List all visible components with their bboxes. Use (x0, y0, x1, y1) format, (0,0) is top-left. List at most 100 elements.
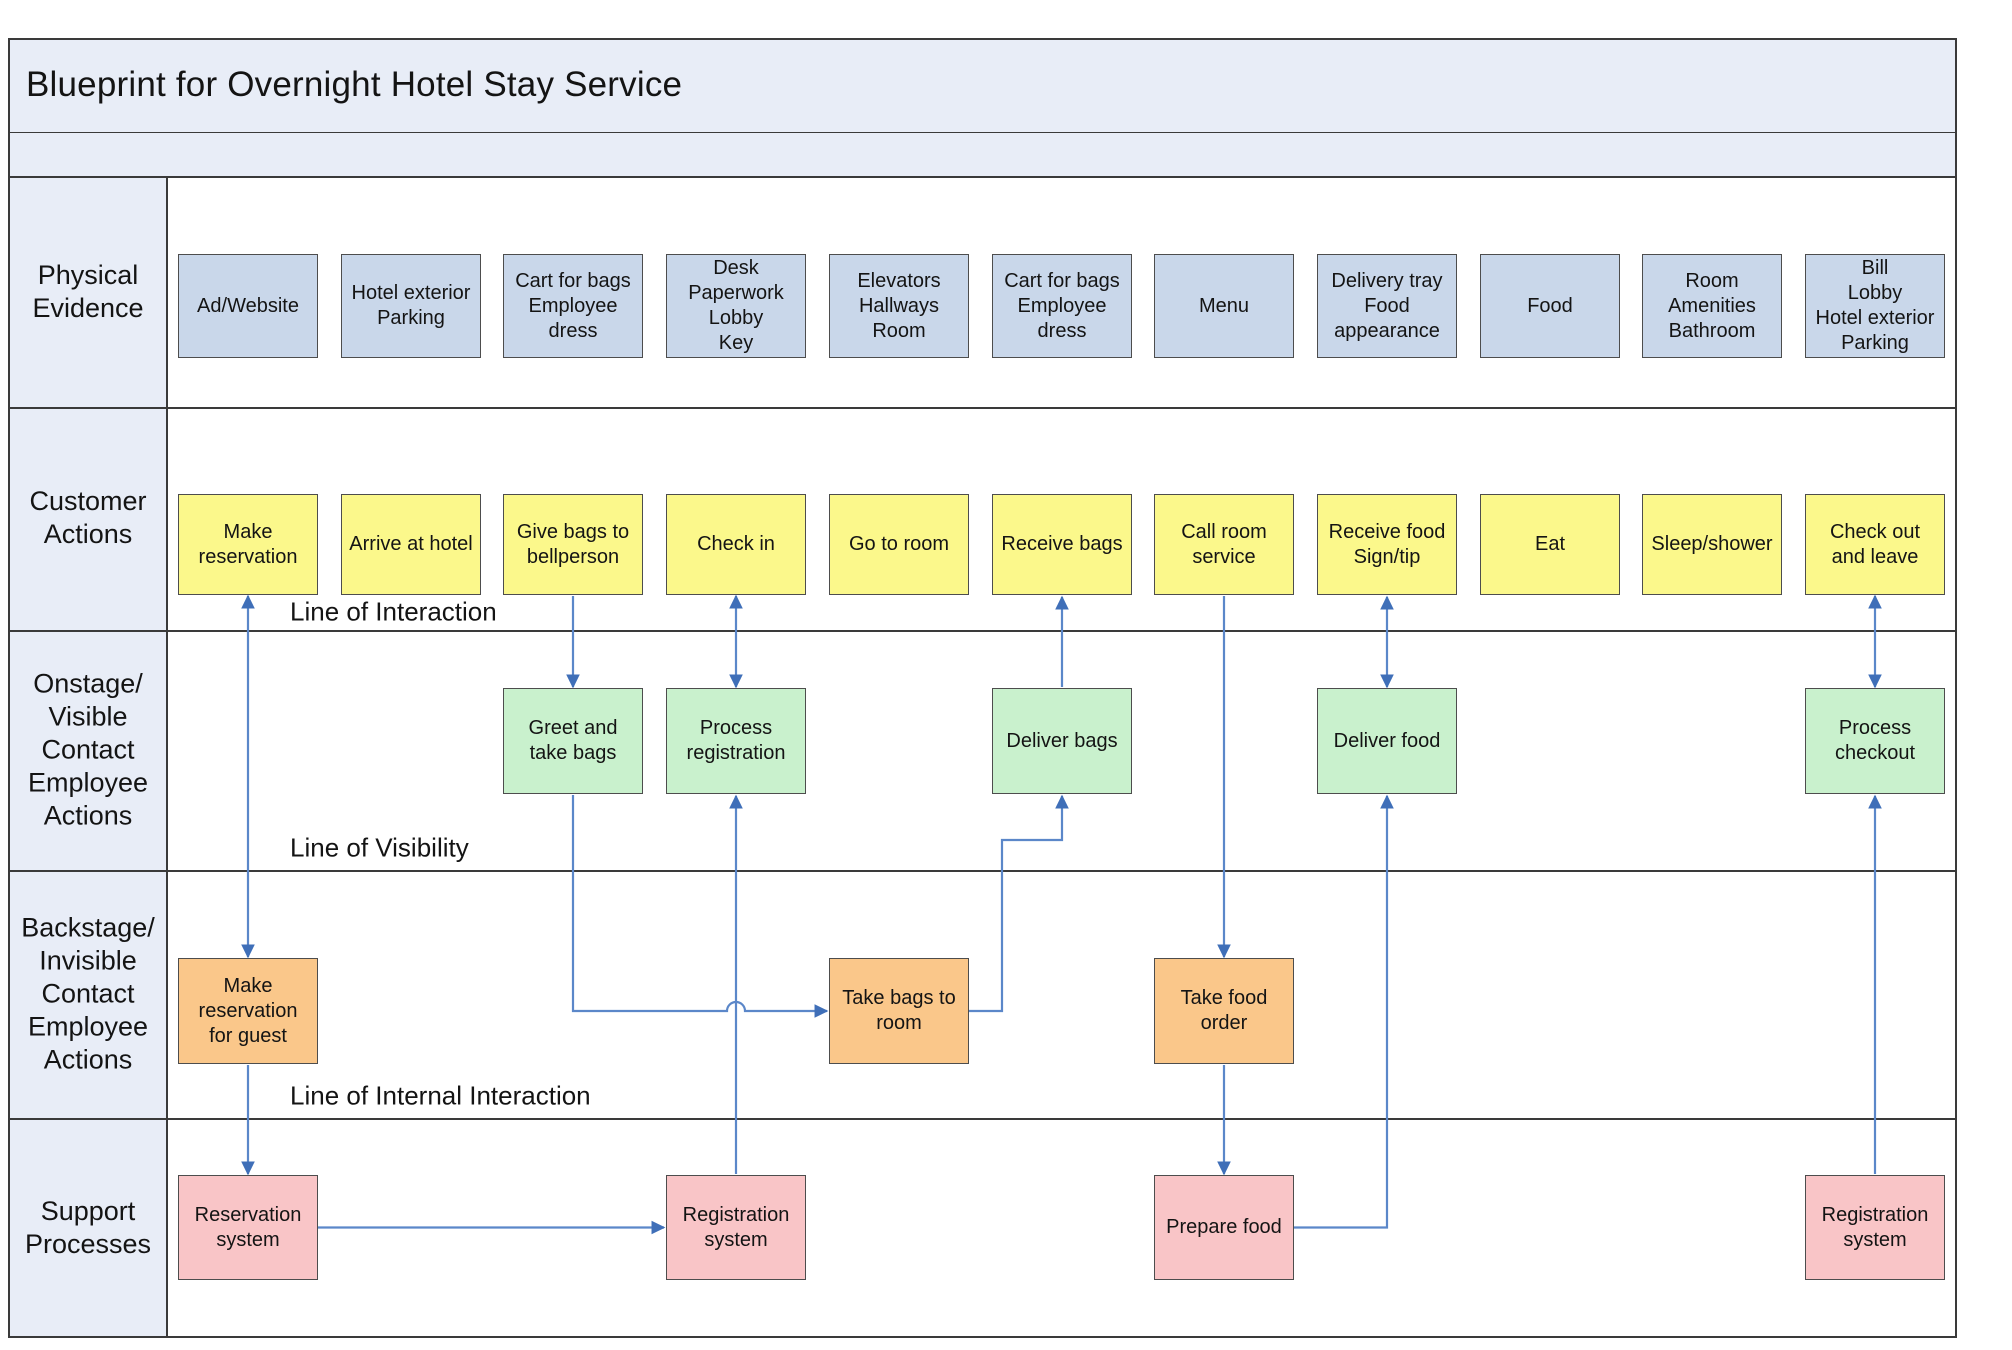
box-label-line: Take bags to (842, 987, 956, 1009)
line-of-internal-interaction-divider (8, 1118, 1957, 1120)
box-label-line: dress (548, 319, 598, 342)
lane-label-backstage: Backstage/ Invisible Contact Employee Ac… (21, 912, 155, 1075)
box-onstage-col3: Greet and take bags (503, 688, 643, 794)
box-customer-actions-col4: Check in (666, 494, 806, 595)
box-label-line: room (876, 1012, 922, 1034)
box-onstage-col8: Deliver food (1317, 688, 1457, 794)
box-label-line: Menu (1198, 294, 1250, 317)
box-label-line: Parking (377, 307, 445, 329)
box-label-line: Ad/Website (197, 294, 299, 317)
lane-label-customer-actions: Customer Actions (29, 486, 147, 549)
box-label-line: Registration (1821, 1203, 1929, 1226)
box-label-line: Paperwork (688, 282, 784, 304)
box-label-line: Eat (1534, 533, 1566, 555)
box-label-line: Room (1685, 269, 1739, 292)
page-title: Blueprint for Overnight Hotel Stay Servi… (26, 65, 683, 104)
box-customer-actions-col2: Arrive at hotel (341, 494, 481, 595)
box-label-line: Parking (1841, 332, 1909, 354)
box-customer-actions-col9: Eat (1480, 494, 1620, 595)
box-physical-evidence-col1: Ad/Website (178, 254, 318, 358)
box-label-line: service (1192, 545, 1256, 568)
box-label-line: reservation (198, 545, 298, 568)
lane-label-onstage: Onstage/ Visible Contact Employee Action… (27, 668, 149, 831)
box-label-line: Make (223, 520, 273, 543)
box-label-line: Receive food (1328, 520, 1446, 543)
box-label-line: Key (718, 332, 754, 354)
box-label-line: order (1200, 1012, 1248, 1034)
box-label-line: Call room (1181, 520, 1267, 543)
lane-label-physical-evidence: Physical Evidence (32, 260, 144, 323)
box-label-line: Take food (1180, 987, 1268, 1009)
box-label-line: Receive bags (1001, 533, 1123, 555)
box-label-line: system (1843, 1228, 1907, 1251)
box-label-line: Make (223, 974, 273, 997)
box-label-line: Hotel exterior (351, 282, 471, 304)
box-onstage-col11: Process checkout (1805, 688, 1945, 794)
line-of-interaction-divider (8, 630, 1957, 632)
box-label-line: Hotel exterior (1815, 307, 1935, 329)
box-label-line: Arrive at hotel (349, 533, 473, 555)
box-label-line: for guest (209, 1024, 287, 1047)
box-label-line: dress (1037, 319, 1087, 342)
box-label-line: and leave (1831, 545, 1919, 568)
box-label-line: registration (686, 742, 786, 764)
title-bar: Blueprint for Overnight Hotel Stay Servi… (8, 38, 1957, 133)
box-backstage-col5: Take bags to room (829, 958, 969, 1064)
box-label-line: take bags (529, 742, 617, 764)
box-label-line: checkout (1834, 742, 1916, 764)
box-label-line: Reservation (194, 1203, 302, 1226)
box-label-line: Amenities (1668, 294, 1756, 317)
box-label-line: Lobby (1847, 282, 1903, 304)
box-label-line: Employee (528, 294, 618, 317)
box-label-line: Food (1527, 294, 1573, 317)
box-label-line: Prepare food (1166, 1216, 1282, 1238)
box-label-line: Process (1838, 717, 1912, 739)
box-label-line: Registration (682, 1203, 790, 1226)
box-label-line: system (704, 1228, 768, 1251)
box-label-line: Greet and (528, 717, 618, 739)
diagram-border (8, 38, 1957, 1338)
box-label-line: Give bags to (516, 520, 630, 543)
box-label-line: system (216, 1228, 280, 1251)
box-label-line: Cart for bags (1004, 269, 1120, 292)
line-of-internal-interaction-label: Line of Internal Interaction (290, 1080, 591, 1111)
line-of-interaction-label: Line of Interaction (290, 596, 497, 627)
box-label-line: Go to room (848, 533, 950, 555)
box-label-line: Deliver food (1333, 729, 1441, 752)
box-support-col7: Prepare food (1154, 1175, 1294, 1280)
box-label-line: Bill (1861, 257, 1889, 279)
lane-label-support: Support Processes (24, 1196, 152, 1259)
box-physical-evidence-col9: Food (1480, 254, 1620, 358)
box-onstage-col6: Deliver bags (992, 688, 1132, 794)
box-label-line: Sleep/shower (1651, 533, 1773, 555)
box-label-line: reservation (198, 999, 298, 1022)
header-spacer-row (8, 133, 1957, 178)
box-physical-evidence-col7: Menu (1154, 254, 1294, 358)
box-customer-actions-col6: Receive bags (992, 494, 1132, 595)
box-label-line: Employee (1017, 294, 1107, 317)
box-label-line: Desk (713, 257, 759, 279)
box-label-line: Room (872, 319, 926, 342)
box-label-line: Deliver bags (1006, 729, 1118, 752)
box-label-line: Elevators (857, 269, 941, 292)
box-customer-actions-col5: Go to room (829, 494, 969, 595)
box-backstage-col7: Take food order (1154, 958, 1294, 1064)
